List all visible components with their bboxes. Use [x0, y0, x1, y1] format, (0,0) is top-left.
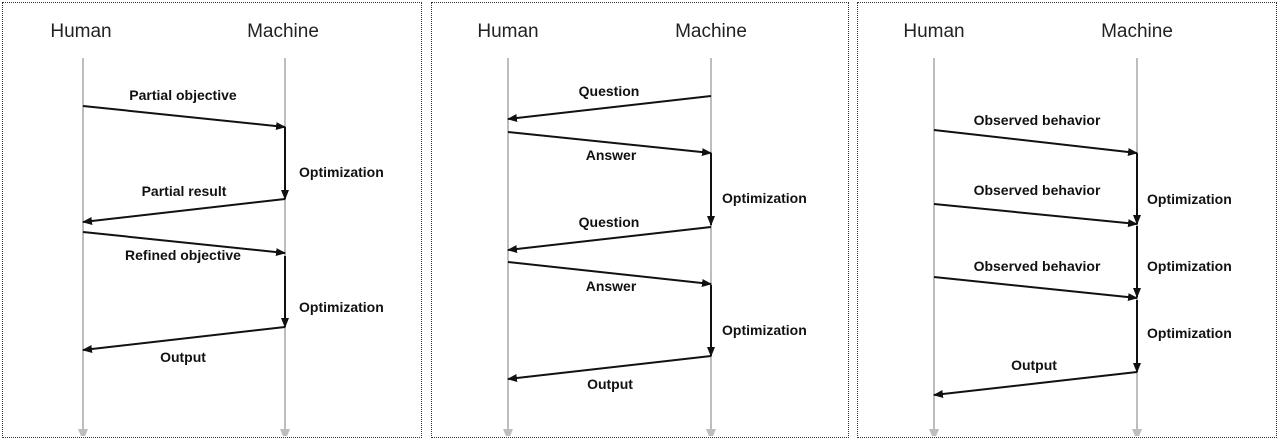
human-lane-label: Human: [50, 21, 111, 42]
message-arrow: [82, 198, 286, 225]
optimization-label: Optimization: [722, 190, 807, 206]
message-label: Answer: [586, 147, 637, 163]
message-label: Output: [1011, 357, 1057, 373]
optimization-label: Optimization: [1147, 191, 1232, 207]
message-label: Answer: [586, 278, 637, 294]
sequence-diagram-2: Human Machine Question Answer Optimizati…: [477, 21, 807, 436]
message-arrow: [933, 276, 1138, 302]
message-arrow: [933, 371, 1138, 398]
message-label: Partial result: [142, 183, 227, 199]
message-label: Question: [579, 214, 640, 230]
machine-lane-label: Machine: [247, 21, 319, 42]
optimization-label: Optimization: [299, 299, 384, 315]
optimization-label: Optimization: [299, 164, 384, 180]
message-label: Output: [587, 376, 633, 392]
message-label: Question: [579, 83, 640, 99]
message-arrow: [82, 231, 286, 257]
message-label: Output: [160, 349, 206, 365]
sequence-panel-2: Human Machine Question Answer Optimizati…: [431, 2, 849, 438]
message-arrow: [507, 261, 712, 288]
sequence-diagram-1: Human Machine Partial objective Optimiza…: [50, 21, 384, 436]
message-label: Refined objective: [125, 247, 241, 263]
optimization-label: Optimization: [1147, 258, 1232, 274]
optimization-label: Optimization: [1147, 325, 1232, 341]
human-lane-label: Human: [903, 21, 964, 42]
message-arrow: [507, 355, 712, 382]
sequence-panel-1: Human Machine Partial objective Optimiza…: [2, 2, 422, 438]
message-arrow: [507, 95, 712, 122]
message-arrow: [507, 131, 712, 157]
message-label: Observed behavior: [974, 258, 1101, 274]
optimization-label: Optimization: [722, 322, 807, 338]
message-label: Partial objective: [129, 87, 237, 103]
human-lane-label: Human: [477, 21, 538, 42]
sequence-panel-3: Human Machine Observed behavior Optimiza…: [857, 2, 1277, 438]
message-arrow: [82, 105, 286, 131]
machine-lane-label: Machine: [1101, 21, 1173, 42]
machine-lane-label: Machine: [675, 21, 747, 42]
message-arrow: [82, 326, 286, 353]
message-arrow: [933, 129, 1138, 156]
message-label: Observed behavior: [974, 112, 1101, 128]
message-arrow: [507, 226, 712, 253]
message-label: Observed behavior: [974, 182, 1101, 198]
message-arrow: [933, 203, 1138, 228]
sequence-diagram-3: Human Machine Observed behavior Optimiza…: [903, 21, 1232, 436]
